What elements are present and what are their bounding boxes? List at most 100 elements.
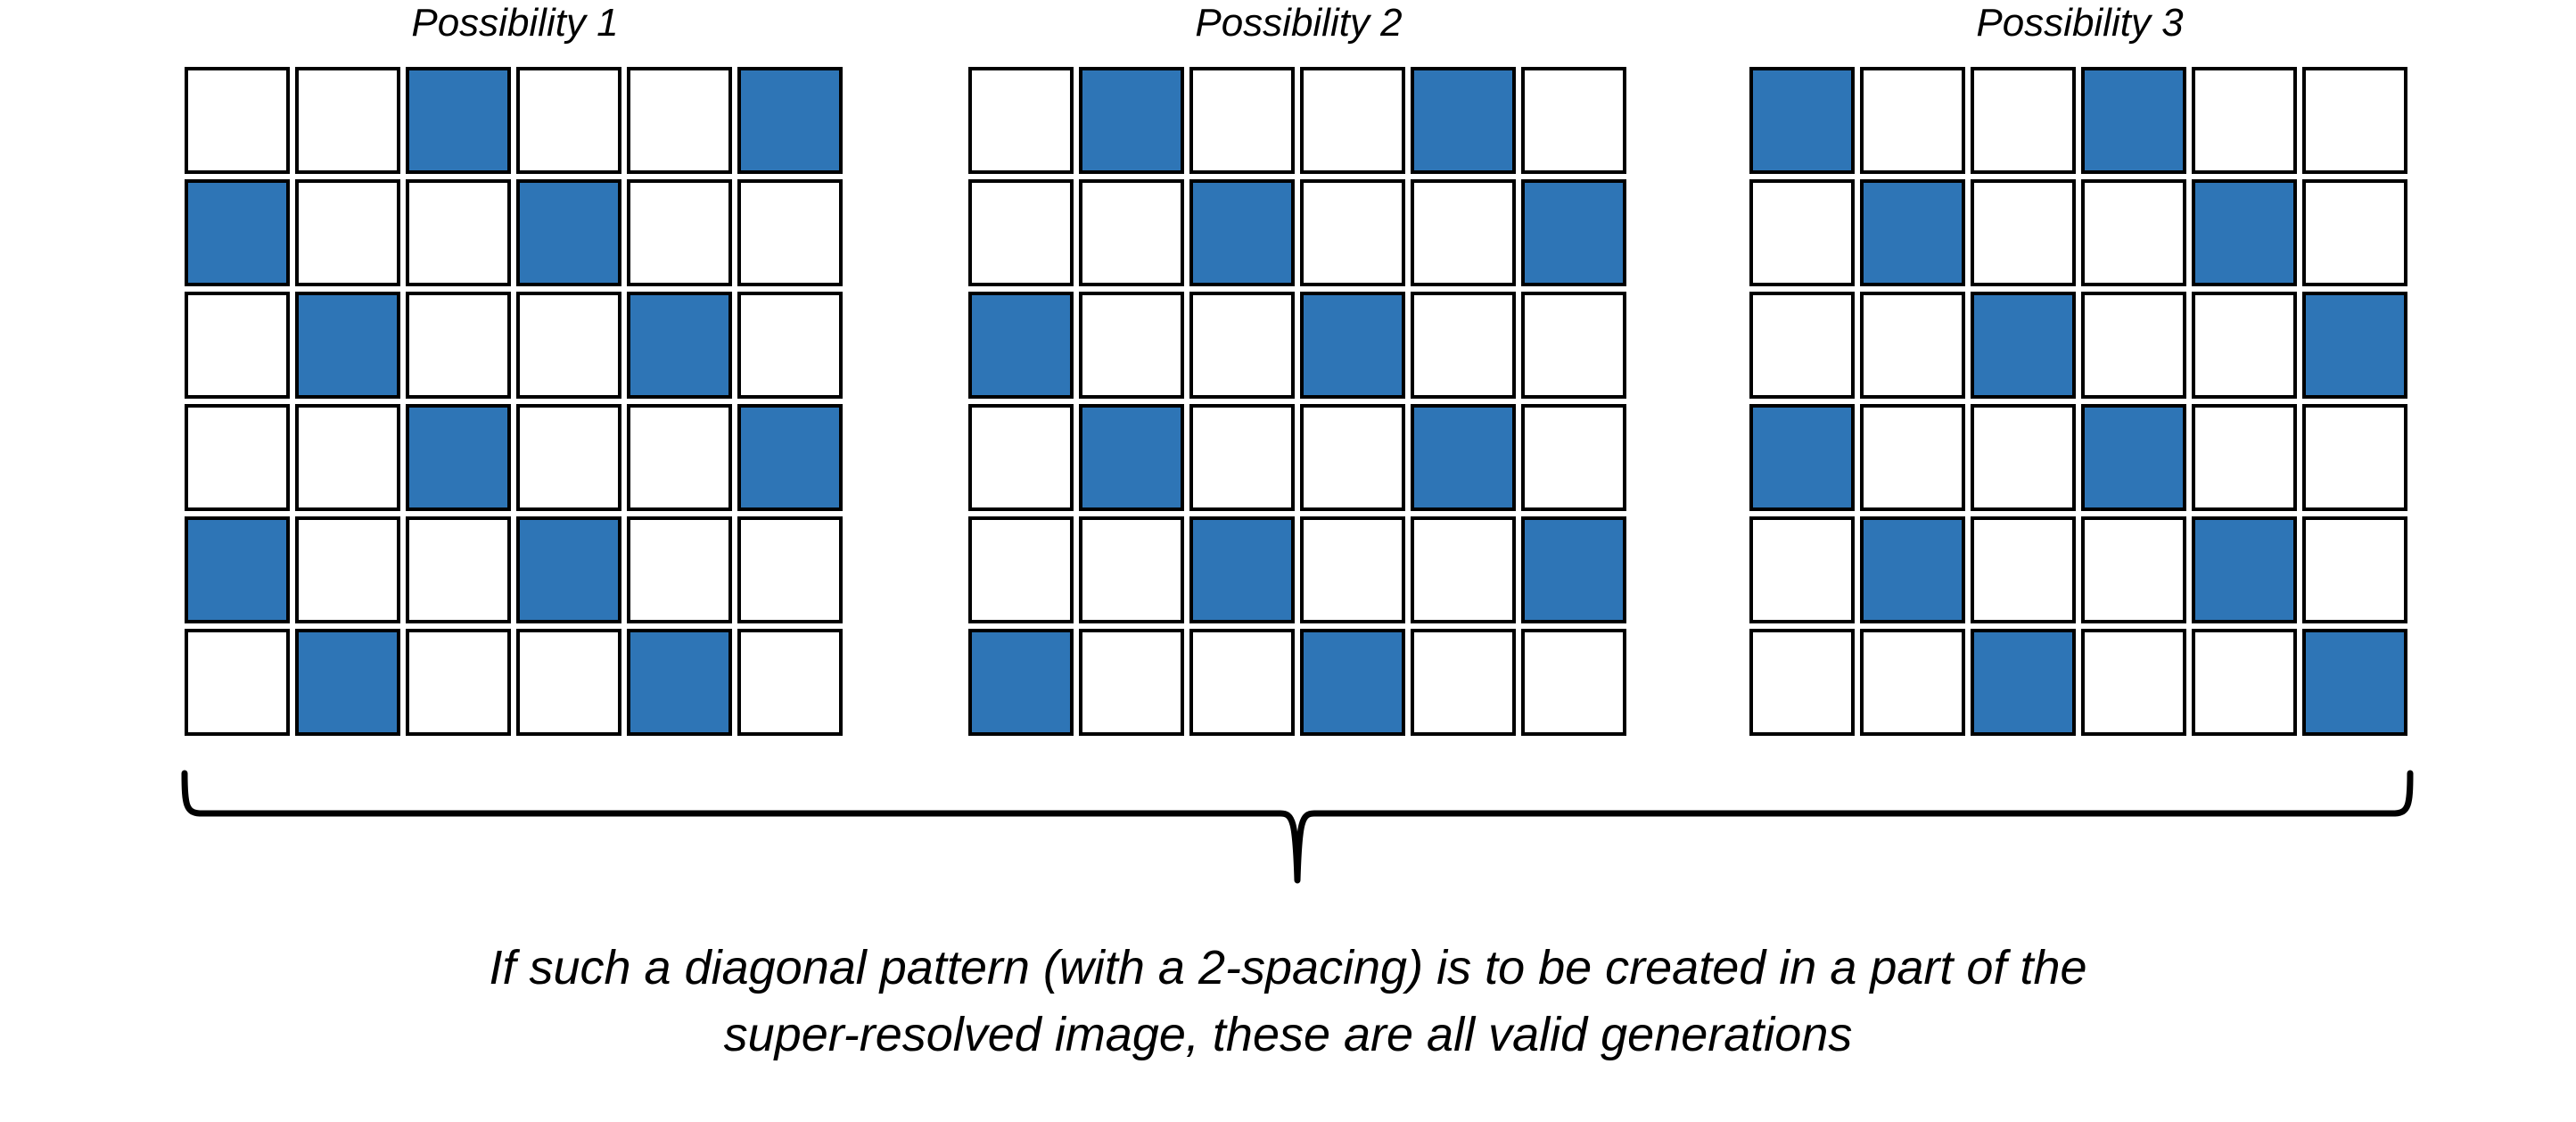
grid-cell-filled — [2192, 516, 2297, 623]
grid-cell-filled — [1971, 292, 2076, 399]
grid-cell-filled — [737, 404, 843, 511]
grid-cell-filled — [295, 292, 400, 399]
grid-cell-filled — [968, 292, 1074, 399]
grid-cell-filled — [1189, 179, 1295, 286]
grid-cell-empty — [406, 179, 511, 286]
grid-cell-filled — [516, 516, 621, 623]
grid-cell-empty — [968, 404, 1074, 511]
grid-cell-empty — [516, 67, 621, 174]
grid-cell-empty — [737, 292, 843, 399]
grid-cell-empty — [185, 67, 290, 174]
grid-cell-empty — [1079, 629, 1184, 736]
grid-cell-empty — [2302, 516, 2407, 623]
grid-cell-empty — [1971, 67, 2076, 174]
grid-cell-empty — [1749, 179, 1855, 286]
grid-cell-filled — [516, 179, 621, 286]
panel-title-possibility-2: Possibility 2 — [1195, 1, 1403, 45]
grid-cell-empty — [2302, 179, 2407, 286]
grid-cell-empty — [2192, 404, 2297, 511]
grid-cell-empty — [1521, 292, 1626, 399]
grid-cell-filled — [295, 629, 400, 736]
grid-cell-empty — [185, 629, 290, 736]
grid-cell-empty — [2302, 404, 2407, 511]
grid-cell-filled — [2081, 404, 2186, 511]
grid-cell-empty — [1860, 404, 1965, 511]
panel-title-possibility-1: Possibility 1 — [411, 1, 619, 45]
pixel-grid-possibility-1 — [185, 67, 845, 738]
grid-cell-empty — [2192, 629, 2297, 736]
grid-cell-empty — [2081, 179, 2186, 286]
grid-cell-empty — [1300, 179, 1405, 286]
grid-cell-empty — [1300, 67, 1405, 174]
grid-cell-empty — [295, 179, 400, 286]
grid-cell-empty — [2081, 516, 2186, 623]
grid-cell-filled — [968, 629, 1074, 736]
grid-cell-empty — [1079, 179, 1184, 286]
grid-cell-empty — [2081, 292, 2186, 399]
grid-cell-empty — [737, 629, 843, 736]
grid-cell-empty — [1749, 292, 1855, 399]
grid-cell-filled — [1749, 404, 1855, 511]
grid-cell-empty — [295, 404, 400, 511]
grid-cell-filled — [737, 67, 843, 174]
figure-caption: If such a diagonal pattern (with a 2-spa… — [0, 935, 2576, 1068]
grid-cell-empty — [1521, 67, 1626, 174]
grid-cell-filled — [1411, 67, 1516, 174]
grid-cell-empty — [516, 629, 621, 736]
grid-cell-filled — [627, 629, 732, 736]
grid-cell-empty — [516, 292, 621, 399]
grid-cell-empty — [295, 67, 400, 174]
grid-cell-empty — [627, 67, 732, 174]
grid-cell-filled — [406, 67, 511, 174]
grid-cell-empty — [1749, 516, 1855, 623]
grid-cell-empty — [1860, 67, 1965, 174]
grid-cell-filled — [627, 292, 732, 399]
grid-cell-filled — [1860, 179, 1965, 286]
grid-cell-empty — [1521, 629, 1626, 736]
grid-cell-filled — [2081, 67, 2186, 174]
grid-cell-filled — [1521, 516, 1626, 623]
grid-cell-empty — [1189, 404, 1295, 511]
grid-cell-filled — [2302, 629, 2407, 736]
grid-cell-empty — [1521, 404, 1626, 511]
grid-cell-empty — [737, 179, 843, 286]
pixel-grid-possibility-3 — [1749, 67, 2410, 738]
grid-cell-empty — [185, 292, 290, 399]
grid-cell-empty — [1079, 292, 1184, 399]
grid-cell-empty — [2081, 629, 2186, 736]
grid-cell-empty — [2192, 67, 2297, 174]
grid-cell-filled — [1860, 516, 1965, 623]
grid-cell-empty — [1971, 516, 2076, 623]
grid-cell-empty — [2302, 67, 2407, 174]
grid-cell-empty — [1860, 292, 1965, 399]
grid-cell-filled — [185, 179, 290, 286]
grid-cell-filled — [406, 404, 511, 511]
grid-cell-filled — [2192, 179, 2297, 286]
grid-cell-empty — [737, 516, 843, 623]
grid-cell-empty — [516, 404, 621, 511]
grid-cell-filled — [1749, 67, 1855, 174]
grouping-brace-icon — [181, 770, 2414, 884]
grid-cell-empty — [406, 516, 511, 623]
grid-cell-filled — [1971, 629, 2076, 736]
pixel-grid-possibility-2 — [968, 67, 1629, 738]
grid-cell-empty — [968, 179, 1074, 286]
grid-cell-filled — [1300, 629, 1405, 736]
grid-cell-filled — [1521, 179, 1626, 286]
grid-cell-empty — [406, 292, 511, 399]
grid-cell-filled — [1300, 292, 1405, 399]
grid-cell-empty — [968, 67, 1074, 174]
grid-cell-filled — [185, 516, 290, 623]
panel-title-possibility-3: Possibility 3 — [1976, 1, 2184, 45]
grid-cell-empty — [185, 404, 290, 511]
grid-cell-filled — [1079, 67, 1184, 174]
grid-cell-empty — [1411, 516, 1516, 623]
grid-cell-empty — [1189, 67, 1295, 174]
grid-cell-empty — [1971, 404, 2076, 511]
grid-cell-empty — [1860, 629, 1965, 736]
grid-cell-empty — [2192, 292, 2297, 399]
grid-cell-empty — [1411, 179, 1516, 286]
grid-cell-filled — [1411, 404, 1516, 511]
grouping-brace — [169, 763, 2425, 892]
